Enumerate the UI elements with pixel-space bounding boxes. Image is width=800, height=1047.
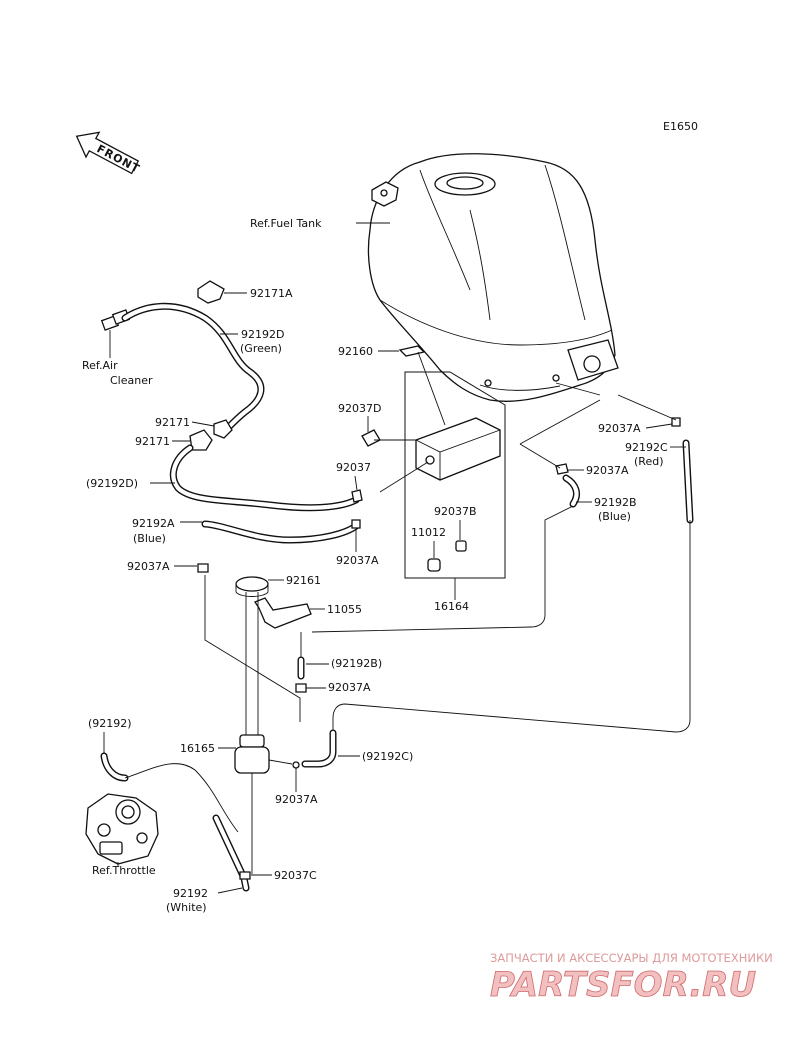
clamp-92037a-right2 xyxy=(555,463,569,475)
label-92192-paren: (92192) xyxy=(88,717,132,730)
label-92037a-right2: 92037A xyxy=(586,464,629,477)
label-92037d: 92037D xyxy=(338,402,381,415)
label-92192b-paren: (92192B) xyxy=(331,657,382,670)
clamp-92037a-bottom xyxy=(292,761,300,769)
label-92161: 92161 xyxy=(286,574,321,587)
label-92192c-color: (Red) xyxy=(634,455,663,468)
hose-92192-throttle xyxy=(100,752,129,782)
label-92192d: 92192D xyxy=(241,328,284,341)
clamp-92037c xyxy=(239,871,251,880)
label-92037a-mid: 92037A xyxy=(336,554,379,567)
label-92192-color: (White) xyxy=(166,901,207,914)
label-92037a-left: 92037A xyxy=(127,560,170,573)
cap-92037b xyxy=(455,540,467,552)
clamp-92037a-low xyxy=(295,683,307,693)
hose-92192b-blue xyxy=(562,474,580,508)
bracket-11055 xyxy=(254,597,312,629)
separator-16165 xyxy=(234,734,293,790)
pad-92160 xyxy=(398,345,426,357)
clamp-92037 xyxy=(351,489,363,503)
hose-92192d-lower xyxy=(169,444,360,512)
ring-92161 xyxy=(235,576,269,597)
label-92192b-color: (Blue) xyxy=(598,510,631,523)
clamp-92037d xyxy=(361,429,381,447)
canister-11012 xyxy=(379,417,501,493)
ref-throttle-label: Ref.Throttle xyxy=(92,864,156,877)
label-92037c: 92037C xyxy=(274,869,317,882)
clamp-92037a-mid xyxy=(351,519,361,529)
label-92192d-color: (Green) xyxy=(240,342,282,355)
label-92192a: 92192A xyxy=(132,517,175,530)
clamp-92171-upper xyxy=(213,419,233,439)
label-92192d-paren: (92192D) xyxy=(86,477,138,490)
label-92171-b: 92171 xyxy=(135,435,170,448)
throttle-body-illustration xyxy=(85,793,159,865)
canister-group-frame xyxy=(404,371,506,579)
clamp-92171a xyxy=(197,280,225,304)
label-16164: 16164 xyxy=(434,600,469,613)
routing-lines xyxy=(204,382,691,735)
label-92037a-right1: 92037A xyxy=(598,422,641,435)
label-16165: 16165 xyxy=(180,742,215,755)
label-92160: 92160 xyxy=(338,345,373,358)
label-92192b: 92192B xyxy=(594,496,637,509)
label-92171-a: 92171 xyxy=(155,416,190,429)
label-92192a-color: (Blue) xyxy=(133,532,166,545)
label-92037a-bottom: 92037A xyxy=(275,793,318,806)
hose-92192c-segment xyxy=(301,729,337,768)
diagram-code: E1650 xyxy=(663,120,698,133)
hose-92192a-blue xyxy=(201,520,360,544)
ref-air-cleaner-line1: Ref.Air xyxy=(82,359,118,372)
plug-11012 xyxy=(427,558,441,572)
clamp-92037a-right1 xyxy=(671,417,681,427)
clamp-92037a-left xyxy=(197,563,209,573)
watermark-logo: PARTSFOR.RU xyxy=(490,965,756,1005)
ref-fuel-tank-label: Ref.Fuel Tank xyxy=(250,217,322,230)
front-arrow-icon: FRONT xyxy=(75,131,142,176)
label-92037a-low: 92037A xyxy=(328,681,371,694)
label-11012: 11012 xyxy=(411,526,446,539)
label-92192c-paren: (92192C) xyxy=(362,750,413,763)
ref-air-cleaner-line2: Cleaner xyxy=(110,374,153,387)
label-92037: 92037 xyxy=(336,461,371,474)
label-92192: 92192 xyxy=(173,887,208,900)
label-92037b: 92037B xyxy=(434,505,477,518)
hose-92192d-green xyxy=(121,302,265,438)
label-92171a: 92171A xyxy=(250,287,293,300)
watermark-tagline: ЗАПЧАСТИ И АКСЕССУАРЫ ДЛЯ МОТОТЕХНИКИ xyxy=(490,951,773,965)
label-11055: 11055 xyxy=(327,603,362,616)
hose-92192c-red xyxy=(682,439,694,524)
fuel-tank-illustration xyxy=(367,153,619,402)
label-92192c: 92192C xyxy=(625,441,668,454)
